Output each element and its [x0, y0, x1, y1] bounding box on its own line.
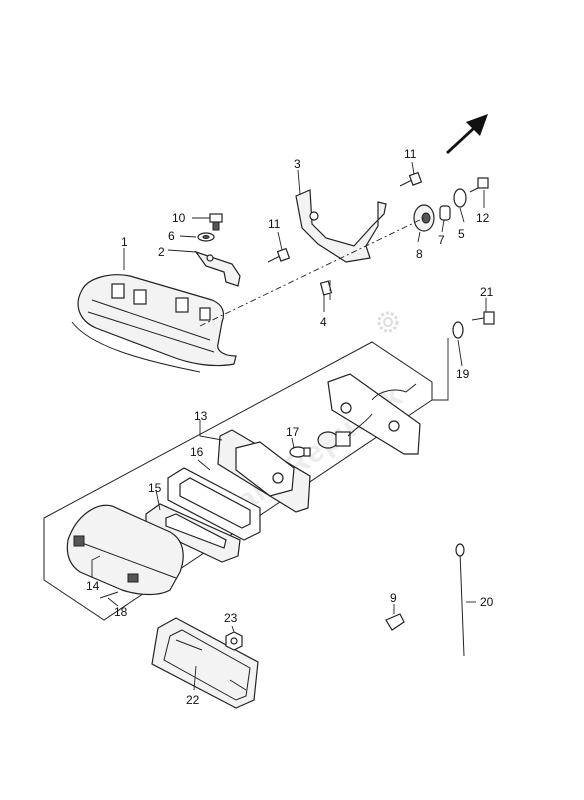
- nut-23: [225, 631, 243, 651]
- collar: [439, 205, 451, 221]
- small-bracket: [194, 250, 241, 287]
- callout-13: 13: [194, 409, 208, 423]
- lens: [66, 504, 184, 596]
- callout-2: 2: [158, 245, 165, 259]
- callout-23: 23: [224, 611, 238, 625]
- direction-arrow-icon: [446, 114, 488, 154]
- callouts: 1 2 3 4 5 6 7 8 9 10 11 11 12 13 14 15 1…: [86, 147, 494, 707]
- lamp-base: [217, 429, 311, 513]
- callout-10: 10: [172, 211, 186, 225]
- gear-icon: [377, 311, 399, 333]
- callout-17: 17: [286, 425, 300, 439]
- plate-lamp-bracket: [327, 373, 421, 455]
- callout-21: 21: [480, 285, 494, 299]
- callout-3: 3: [294, 157, 301, 171]
- screw-right: [399, 171, 423, 187]
- screw-top: [209, 213, 223, 231]
- callout-20: 20: [480, 595, 494, 609]
- washer: [453, 188, 467, 208]
- callout-4: 4: [320, 315, 327, 329]
- callout-11-left: 11: [268, 217, 281, 231]
- callout-5: 5: [458, 227, 465, 241]
- callout-1: 1: [121, 235, 128, 249]
- clip-9: [385, 613, 405, 631]
- callout-12: 12: [476, 211, 490, 225]
- callout-18: 18: [114, 605, 128, 619]
- callout-19: 19: [456, 367, 470, 381]
- callout-9: 9: [390, 591, 397, 605]
- screw-left: [267, 247, 291, 263]
- bolt-right: [469, 177, 489, 193]
- callout-14: 14: [86, 579, 100, 593]
- callout-16: 16: [190, 445, 204, 459]
- callout-6: 6: [168, 229, 175, 243]
- bulb: [289, 446, 311, 458]
- callout-8: 8: [416, 247, 423, 261]
- lamp-socket: [317, 413, 373, 449]
- washer-19: [452, 321, 464, 339]
- callout-22: 22: [186, 693, 200, 707]
- stay-bracket: [295, 189, 387, 263]
- grommet: [197, 232, 215, 242]
- clip-nut: [319, 280, 333, 296]
- reflector: [151, 617, 259, 709]
- callout-7: 7: [438, 233, 445, 247]
- callout-11-right: 11: [404, 147, 417, 161]
- cable-tie: [455, 543, 465, 657]
- screw-21: [471, 311, 495, 325]
- cover-plate: [145, 503, 241, 563]
- callout-15: 15: [148, 481, 162, 495]
- leader-lines: [91, 161, 487, 691]
- screw-18: [99, 591, 119, 599]
- gasket: [167, 467, 261, 541]
- tail-light-housing: [71, 274, 237, 373]
